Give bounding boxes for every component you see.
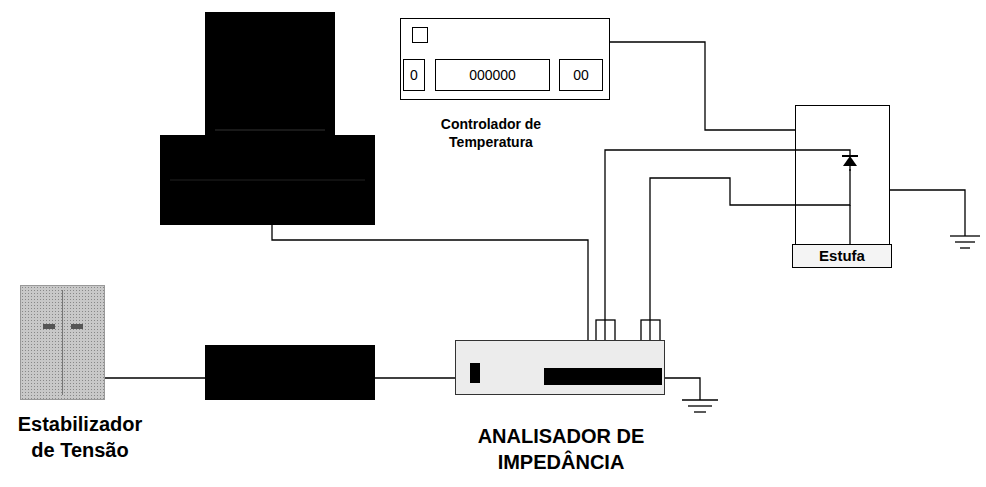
cabinet-detail — [43, 324, 55, 329]
wire — [610, 42, 795, 130]
oven-label: Estufa — [792, 244, 892, 268]
display-digits: 00 — [559, 59, 603, 91]
display-digits: 0 — [403, 59, 425, 91]
temperature-controller: 000000000Controlador de Temperatura — [400, 18, 610, 100]
component-label: ANALISADOR DE IMPEDÂNCIA — [421, 423, 701, 475]
wire — [272, 225, 588, 340]
voltage-stabilizer: Estabilizador de Tensão — [20, 285, 105, 400]
panel-detail — [544, 368, 662, 385]
ground-symbol — [950, 236, 980, 248]
wire — [375, 377, 455, 378]
panel-detail — [470, 363, 480, 383]
component-label: Controlador de Temperatura — [416, 115, 566, 151]
cabinet-detail — [62, 290, 63, 395]
ground-wire — [890, 190, 965, 236]
power-unit — [205, 345, 375, 400]
ground-wire — [665, 378, 700, 400]
indicator-light — [412, 27, 428, 43]
oven: Estufa — [795, 105, 890, 268]
cabinet-detail — [71, 324, 83, 329]
computer-icon — [160, 12, 375, 225]
display-digits: 000000 — [435, 59, 550, 91]
impedance-analyzer: ANALISADOR DE IMPEDÂNCIA — [455, 340, 665, 395]
ground-symbol — [682, 400, 718, 412]
component-label: Estabilizador de Tensão — [5, 411, 155, 463]
wire — [105, 377, 205, 378]
